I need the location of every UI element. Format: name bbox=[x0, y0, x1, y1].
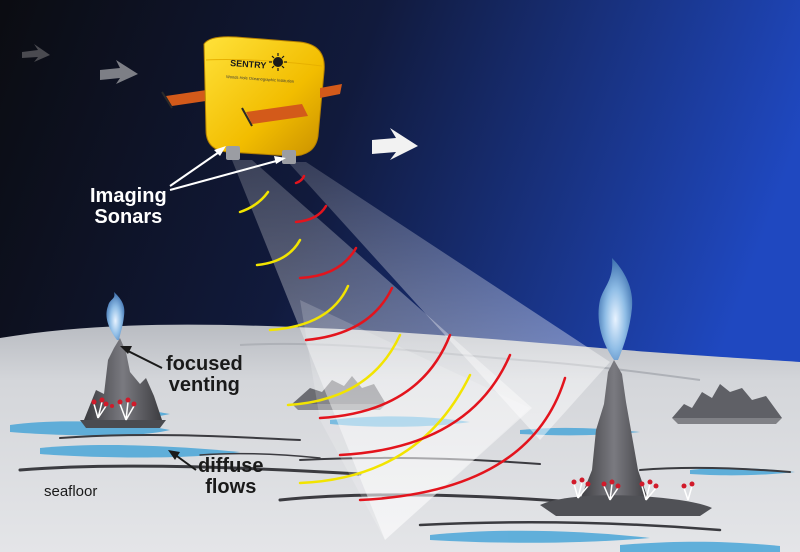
sonar-beam-overlap bbox=[300, 300, 530, 540]
tubeworm-plumes-left bbox=[91, 397, 137, 408]
focused-venting-line-1: focused bbox=[166, 353, 243, 375]
focused-venting-label: focused venting bbox=[166, 354, 243, 396]
imaging-sonars-line-1: Imaging bbox=[90, 185, 167, 207]
tubeworms-right bbox=[573, 481, 693, 501]
imaging-sonars-label: Imaging Sonars bbox=[90, 186, 167, 228]
sonar-rings-red bbox=[294, 174, 567, 502]
plume-left bbox=[106, 292, 125, 340]
sentry-auv: SENTRY Woods Hole Oceanographic Institut… bbox=[161, 36, 342, 164]
arrow-to-focused-venting bbox=[125, 349, 163, 369]
vehicle-subtitle: Woods Hole Oceanographic Institution bbox=[226, 74, 294, 84]
sentry-logo-sun-icon bbox=[269, 53, 287, 71]
plume-right bbox=[598, 258, 633, 360]
tubeworm-plumes-right bbox=[571, 477, 695, 489]
imaging-sonars-line-2: Sonars bbox=[94, 206, 163, 228]
seafloor-label: seafloor bbox=[44, 483, 98, 500]
diffuse-flows-line-1: diffuse bbox=[198, 455, 264, 477]
thruster-fin-right bbox=[246, 104, 308, 124]
arrow-to-sonar-left bbox=[169, 149, 223, 187]
annotation-arrows bbox=[169, 146, 286, 191]
vehicle-name: SENTRY bbox=[230, 58, 267, 70]
sonar-rings-yellow bbox=[238, 190, 472, 485]
vent-chimney-right bbox=[540, 258, 712, 516]
tubeworms-left bbox=[93, 401, 135, 421]
vehicle-body bbox=[203, 36, 325, 157]
diffuse-flows-line-2: flows bbox=[205, 476, 257, 498]
distant-mound-right bbox=[672, 384, 782, 424]
travel-arrow-3 bbox=[372, 128, 418, 160]
arrow-to-sonar-right bbox=[169, 159, 281, 191]
diffuse-flows-label: diffuse flows bbox=[198, 456, 264, 498]
annotation-arrows-dark bbox=[120, 346, 197, 471]
travel-arrow-2 bbox=[100, 60, 138, 84]
sonar-transducer-right bbox=[282, 150, 296, 164]
sonar-transducer-left bbox=[226, 146, 240, 160]
sonar-beam-left bbox=[232, 160, 532, 540]
focused-venting-line-2: venting bbox=[168, 374, 240, 396]
arrow-to-diffuse-flows bbox=[173, 453, 197, 471]
sonar-beam-right bbox=[288, 162, 610, 440]
travel-arrow-1 bbox=[22, 44, 50, 62]
travel-arrows bbox=[22, 44, 418, 160]
